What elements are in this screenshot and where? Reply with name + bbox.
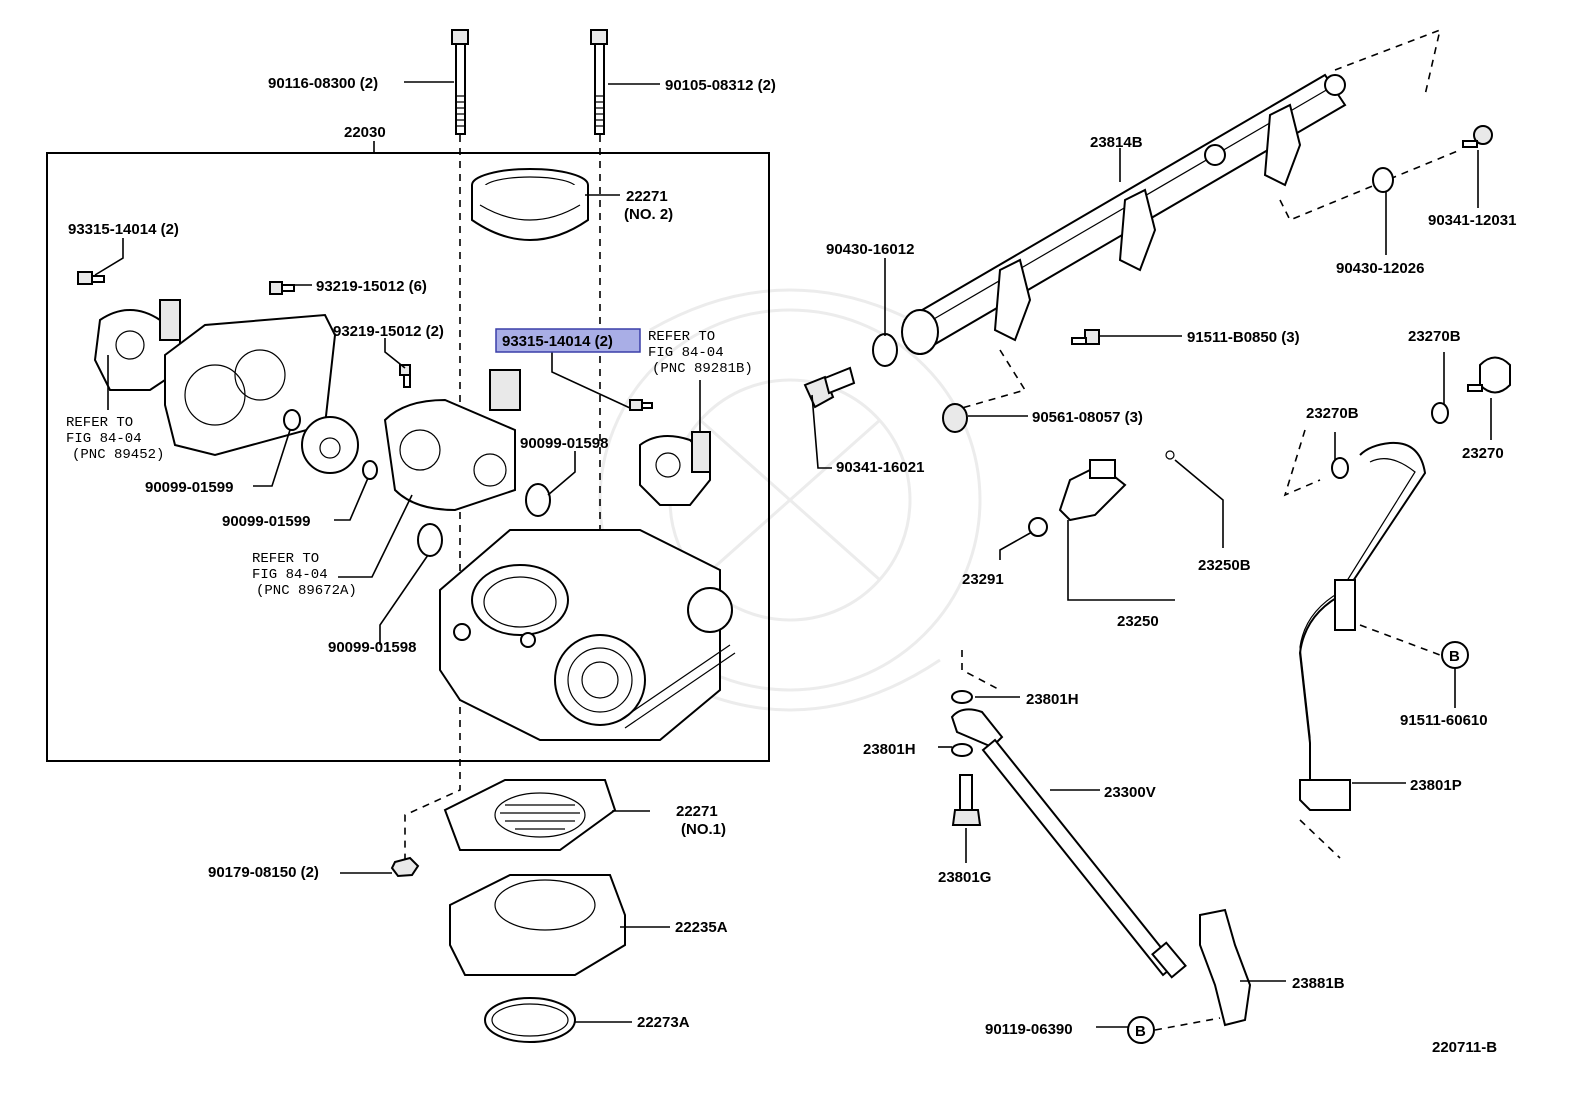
- oring-small: [362, 460, 378, 480]
- ring-22273a: [484, 997, 576, 1043]
- bolt-93315-right: [629, 399, 653, 411]
- label-93315-14014-left[interactable]: 93315-14014 (2): [68, 221, 179, 238]
- throttle-sensor-left: [93, 299, 181, 391]
- label-91511-b0850[interactable]: 91511-B0850 (3): [1187, 329, 1300, 346]
- diagram-id: 220711-B: [1432, 1039, 1497, 1056]
- fuel-rail-23814b: [901, 73, 1347, 355]
- body-22235a: [449, 874, 626, 976]
- label-22271-no2[interactable]: 22271: [626, 188, 668, 205]
- ref-89281b-line3: (PNC 89281B): [652, 361, 753, 377]
- throttle-position-sensor: [639, 431, 711, 506]
- nut-90179: [390, 856, 420, 878]
- isc-valve: [383, 369, 521, 512]
- label-23801h-b[interactable]: 23801H: [863, 741, 916, 758]
- bolt-91511-b0850: [1071, 329, 1100, 345]
- gasket-22271-no2: [471, 168, 589, 241]
- label-90105-08312[interactable]: 90105-08312 (2): [665, 77, 776, 94]
- screw-93219-6: [269, 281, 295, 295]
- clamp-23881b: [1199, 908, 1252, 1027]
- gasket-22271-no1: [443, 779, 617, 851]
- label-93315-14014-highlighted[interactable]: 93315-14014 (2): [502, 333, 613, 350]
- gear: [301, 416, 359, 474]
- label-91511-60610[interactable]: 91511-60610: [1400, 712, 1488, 729]
- pulsation-damper-23270: [1467, 356, 1511, 394]
- connector-b-bottom-label: B: [1135, 1023, 1146, 1040]
- label-23291[interactable]: 23291: [962, 571, 1004, 588]
- label-90430-12026[interactable]: 90430-12026: [1336, 260, 1424, 277]
- label-22271-no2-sub: (NO. 2): [624, 206, 673, 223]
- label-93219-15012-6[interactable]: 93219-15012 (6): [316, 278, 427, 295]
- ref-89452-line2: FIG 84-04: [66, 431, 142, 447]
- label-23881b[interactable]: 23881B: [1292, 975, 1345, 992]
- bolt-90341-12031: [1462, 125, 1493, 148]
- ref-89281b-line1: REFER TO: [648, 329, 715, 345]
- screw-93219-2: [399, 364, 411, 388]
- oring-90099-01598-b: [417, 523, 443, 557]
- label-23801p[interactable]: 23801P: [1410, 777, 1462, 794]
- seal-90430-16012: [872, 333, 898, 367]
- bolt-90116: [451, 29, 469, 135]
- label-90099-01599-b[interactable]: 90099-01599: [222, 513, 310, 530]
- label-22273a[interactable]: 22273A: [637, 1014, 690, 1031]
- ref-89672a-line3: (PNC 89672A): [256, 583, 357, 599]
- ref-89452-line3: (PNC 89452): [72, 447, 164, 463]
- label-90561-08057[interactable]: 90561-08057 (3): [1032, 409, 1143, 426]
- gasket-23801h-a: [951, 690, 973, 704]
- fuel-hose-23300v: [950, 708, 1187, 979]
- label-23801g[interactable]: 23801G: [938, 869, 991, 886]
- connector-b-top-label: B: [1449, 648, 1460, 665]
- label-23814b[interactable]: 23814B: [1090, 134, 1143, 151]
- gasket-23270b-b: [1331, 457, 1349, 479]
- label-22271-no1-sub: (NO.1): [681, 821, 726, 838]
- injector-23250: [1058, 459, 1127, 522]
- label-90179-08150[interactable]: 90179-08150 (2): [208, 864, 319, 881]
- assembly-box: [46, 152, 770, 762]
- oring-90099-01598-a: [525, 483, 551, 517]
- label-90116-08300[interactable]: 90116-08300 (2): [268, 75, 378, 92]
- label-23270[interactable]: 23270: [1462, 445, 1504, 462]
- insulator-23291: [1028, 517, 1048, 537]
- highlighted-part-box: [495, 328, 641, 353]
- gasket-23270b-a: [1431, 402, 1449, 424]
- leader-lines: [94, 81, 1492, 1028]
- label-23250b[interactable]: 23250B: [1198, 557, 1251, 574]
- ref-89672a-line1: REFER TO: [252, 551, 319, 567]
- seal-90430-12026: [1372, 167, 1394, 193]
- part-labels: 90116-08300 (2) 90105-08312 (2) 22271 (N…: [68, 75, 1516, 1038]
- fuel-pipe: [1298, 441, 1427, 811]
- oring-23250b: [1165, 450, 1175, 460]
- oring-left: [283, 409, 301, 431]
- throttle-body: [439, 529, 736, 741]
- connector-b-bottom: B: [1127, 1016, 1155, 1044]
- ref-89452-line1: REFER TO: [66, 415, 133, 431]
- label-23250[interactable]: 23250: [1117, 613, 1159, 630]
- label-23270b-a[interactable]: 23270B: [1408, 328, 1461, 345]
- label-90119-06390[interactable]: 90119-06390: [985, 1021, 1073, 1038]
- label-90341-12031[interactable]: 90341-12031: [1428, 212, 1516, 229]
- label-90099-01598-a[interactable]: 90099-01598: [520, 435, 608, 452]
- label-90341-16021[interactable]: 90341-16021: [836, 459, 924, 476]
- reference-notes: REFER TO FIG 84-04 (PNC 89452) REFER TO …: [66, 329, 753, 599]
- label-22271-no1[interactable]: 22271: [676, 803, 718, 820]
- connector-b-top: B: [1441, 641, 1469, 669]
- spacer-90561: [942, 403, 968, 433]
- bolt-93315-left: [77, 271, 105, 285]
- label-23801h-a[interactable]: 23801H: [1026, 691, 1079, 708]
- gasket-23801h-b: [951, 743, 973, 757]
- bolt-90105: [590, 29, 608, 135]
- assembly-label[interactable]: 22030: [344, 124, 386, 141]
- ref-89672a-line2: FIG 84-04: [252, 567, 328, 583]
- label-90099-01598-b[interactable]: 90099-01598: [328, 639, 416, 656]
- label-23270b-b[interactable]: 23270B: [1306, 405, 1359, 422]
- ref-89281b-line2: FIG 84-04: [648, 345, 724, 361]
- label-90099-01599-a[interactable]: 90099-01599: [145, 479, 233, 496]
- label-90430-16012[interactable]: 90430-16012: [826, 241, 914, 258]
- label-23300v[interactable]: 23300V: [1104, 784, 1156, 801]
- label-93219-15012-2[interactable]: 93219-15012 (2): [333, 323, 444, 340]
- label-22235a[interactable]: 22235A: [675, 919, 728, 936]
- union-bolt-23801g: [951, 774, 982, 826]
